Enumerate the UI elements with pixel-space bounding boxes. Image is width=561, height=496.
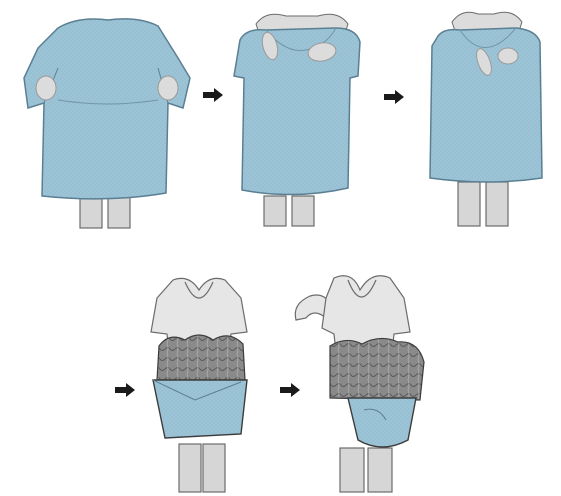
arrow-right-icon: [203, 88, 223, 102]
arrow-right-icon: [384, 90, 404, 104]
step-2-figure: [226, 6, 376, 228]
gown: [430, 28, 542, 182]
gown-bundle: [330, 338, 424, 400]
figure-legs: [80, 196, 102, 228]
gown-bundle: [157, 335, 245, 380]
gown: [234, 28, 360, 195]
glove-left: [36, 76, 56, 100]
step-5-figure: [286, 270, 436, 494]
step-1-figure: [18, 8, 198, 230]
gown: [24, 19, 190, 199]
step-4-figure: [145, 274, 257, 494]
glove-right: [158, 76, 178, 100]
gown: [348, 398, 416, 447]
step-3-figure: [424, 6, 550, 228]
gown: [153, 380, 247, 438]
arrow-right-icon: [115, 383, 135, 397]
